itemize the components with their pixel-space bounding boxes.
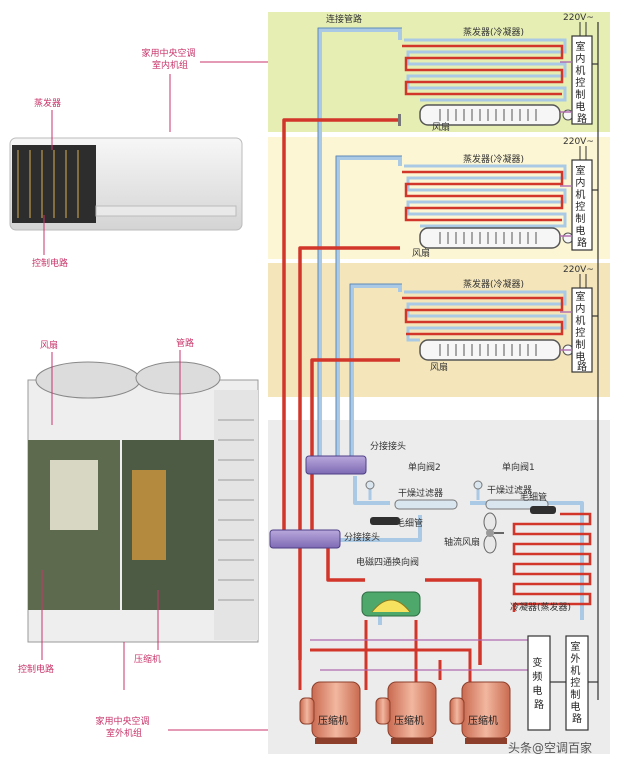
indoor-evaporator-label: 蒸发器 [34, 97, 61, 109]
compressor-3 [449, 681, 511, 744]
splitter-1 [305, 455, 367, 475]
outdoor-control-text: 室 外 机 控 制 电 路 [570, 640, 583, 725]
indoor-unit-1 [398, 22, 593, 126]
outdoor-control-label: 控制电路 [18, 663, 54, 675]
indoor-control-box-3 [571, 287, 593, 373]
indoor-unit-2 [402, 146, 593, 251]
capillary-label-2: 毛细管 [520, 491, 547, 503]
indoor-unit-3 [402, 274, 593, 373]
splitter-label-1: 分接接头 [370, 440, 406, 452]
outdoor-unit-title: 家用中央空调 室外机组 [96, 715, 153, 739]
compressor-label-1: 压缩机 [318, 714, 348, 727]
inverter-circuit-box [527, 635, 551, 731]
drier-label-2: 干燥过滤器 [487, 484, 532, 496]
axial-fan-icon [483, 512, 504, 554]
fan-label-1: 风扇 [432, 121, 450, 133]
power-bus-wire [592, 22, 599, 700]
watermark: 头条@空调百家 [508, 740, 592, 755]
indoor-control-text-1: 室 内 机 控 制 电 路 [575, 40, 588, 125]
compressor-label-2: 压缩机 [394, 714, 424, 727]
drier-line [365, 480, 556, 525]
evaporator-label-3: 蒸发器(冷凝器) [463, 278, 524, 290]
fan-label-3: 风扇 [430, 361, 448, 373]
indoor-fan-1 [419, 104, 561, 126]
indoor-fan-2 [419, 227, 561, 249]
cold-pipe-network [318, 28, 584, 625]
capillary-label-1: 毛细管 [396, 517, 423, 529]
fan-label-2: 风扇 [412, 247, 430, 259]
check-valve-1-label: 单向阀1 [502, 461, 535, 473]
check-valve-2-label: 单向阀2 [408, 461, 441, 473]
connect-pipe-label: 连接管路 [326, 13, 362, 25]
compressor-2 [375, 681, 437, 744]
splitter-2 [269, 529, 341, 549]
evaporator-label-1: 蒸发器(冷凝器) [463, 26, 524, 38]
compressor-label-3: 压缩机 [468, 714, 498, 727]
indoor-control-box-1 [571, 35, 593, 125]
indoor-unit-title: 家用中央空调 室内机组 [142, 47, 199, 71]
evaporator-label-2: 蒸发器(冷凝器) [463, 153, 524, 165]
indoor-unit-illustration [9, 137, 243, 231]
compressor-1 [299, 681, 361, 744]
outdoor-condenser-coil [512, 512, 592, 612]
indoor-control-box-2 [571, 159, 593, 251]
drier-label-1: 干燥过滤器 [398, 487, 443, 499]
four-way-valve [361, 591, 421, 630]
panel-indoor-3 [268, 263, 610, 397]
indoor-control-text-3: 室 内 机 控 制 电 路 [575, 290, 588, 373]
indoor-fan-3 [419, 339, 561, 361]
splitter-label-2: 分接接头 [344, 531, 380, 543]
outdoor-pipe-label: 管路 [176, 337, 194, 349]
outdoor-unit-illustration [27, 361, 259, 643]
voltage-label-1: 220V~ [563, 13, 594, 23]
condenser-label: 冷凝器(蒸发器) [510, 601, 571, 613]
voltage-label-2: 220V~ [563, 137, 594, 147]
indoor-control-label: 控制电路 [32, 257, 68, 269]
outdoor-fan-label: 风扇 [40, 339, 58, 351]
indoor-control-text-2: 室 内 机 控 制 电 路 [575, 164, 588, 249]
voltage-label-3: 220V~ [563, 265, 594, 275]
four-way-valve-label: 电磁四通换向阀 [356, 556, 419, 568]
outdoor-compressor-label: 压缩机 [134, 653, 161, 665]
inverter-circuit-text: 变 频 电 路 [532, 656, 545, 711]
axial-fan-label: 轴流风扇 [444, 536, 480, 548]
outdoor-control-box [565, 635, 589, 731]
